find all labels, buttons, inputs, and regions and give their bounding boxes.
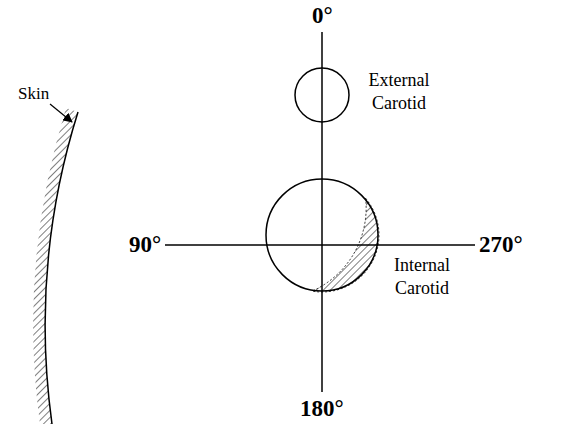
internal-carotid-circle: Internal Carotid bbox=[265, 178, 379, 292]
angle-label: 0° bbox=[312, 3, 333, 29]
vessel-circle bbox=[295, 68, 349, 122]
vessel-circle bbox=[266, 179, 378, 291]
skin-arrow bbox=[50, 104, 72, 122]
skin-hatching bbox=[33, 108, 78, 424]
plaque-crescent bbox=[312, 198, 379, 292]
vessel-outline bbox=[294, 67, 350, 123]
vertical-axis bbox=[321, 32, 323, 392]
skin-label: Skin bbox=[18, 84, 49, 104]
external-carotid-circle: External Carotid bbox=[294, 67, 350, 123]
angle-label: 270° bbox=[479, 232, 523, 258]
horizontal-axis bbox=[165, 244, 475, 246]
skin-line bbox=[45, 112, 78, 424]
angle-label: 90° bbox=[129, 232, 161, 258]
vessel-label: External Carotid bbox=[358, 69, 440, 115]
vessel-label: Internal Carotid bbox=[381, 254, 463, 300]
angle-label: 180° bbox=[300, 396, 344, 422]
vessel-outline bbox=[265, 178, 379, 292]
